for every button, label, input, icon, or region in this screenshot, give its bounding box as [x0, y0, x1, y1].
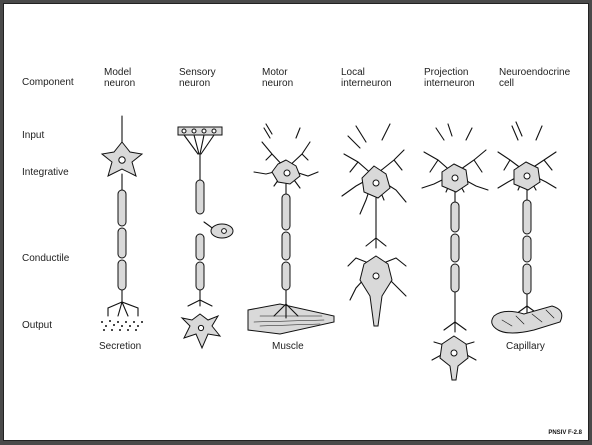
model-neuron-myelin-2 — [118, 228, 126, 258]
receptor-cell — [182, 129, 186, 133]
local-target-nucleus — [373, 273, 379, 279]
projection-target-neuron — [440, 336, 468, 380]
sensory-target-nucleus — [198, 325, 203, 330]
motor-nucleus — [284, 170, 290, 176]
secretion-granules — [101, 320, 143, 331]
sensory-nucleus — [222, 229, 227, 234]
projection-input-terminals — [436, 124, 472, 140]
neuroendocrine-myelin-2 — [523, 236, 531, 262]
projection-myelin-3 — [451, 264, 459, 292]
sensory-myelin-3 — [196, 262, 204, 290]
projection-target-nucleus — [451, 350, 457, 356]
motor-myelin-1 — [282, 194, 290, 230]
sensory-dendrites — [184, 135, 214, 154]
projection-terminal-branches — [444, 322, 466, 332]
neuron-diagram — [4, 4, 590, 442]
model-neuron-terminal-branches — [108, 302, 138, 316]
motor-neuron — [248, 124, 334, 334]
local-target-neuron — [360, 256, 392, 326]
neuroendocrine-myelin-1 — [523, 200, 531, 234]
projection-interneuron — [422, 124, 488, 380]
neuroendocrine-cell — [492, 122, 562, 333]
model-neuron — [101, 116, 143, 331]
sensory-myelin-1 — [196, 180, 204, 214]
sensory-myelin-2 — [196, 234, 204, 260]
local-input-terminals — [348, 124, 390, 148]
motor-myelin-3 — [282, 262, 290, 290]
local-terminal-branches — [366, 238, 386, 248]
model-neuron-myelin-3 — [118, 260, 126, 290]
sensory-terminal-branches — [188, 300, 212, 306]
motor-myelin-2 — [282, 232, 290, 260]
projection-myelin-2 — [451, 234, 459, 262]
projection-myelin-1 — [451, 202, 459, 232]
projection-nucleus — [452, 175, 458, 181]
model-neuron-myelin-1 — [118, 190, 126, 226]
model-neuron-nucleus — [119, 157, 125, 163]
local-interneuron — [342, 124, 406, 326]
sensory-neuron — [178, 127, 233, 348]
motor-input-terminals — [264, 124, 300, 138]
neuroendocrine-nucleus — [524, 173, 530, 179]
neuroendocrine-myelin-3 — [523, 264, 531, 294]
local-nucleus — [373, 180, 379, 186]
neuroendocrine-input-terminals — [512, 122, 542, 140]
